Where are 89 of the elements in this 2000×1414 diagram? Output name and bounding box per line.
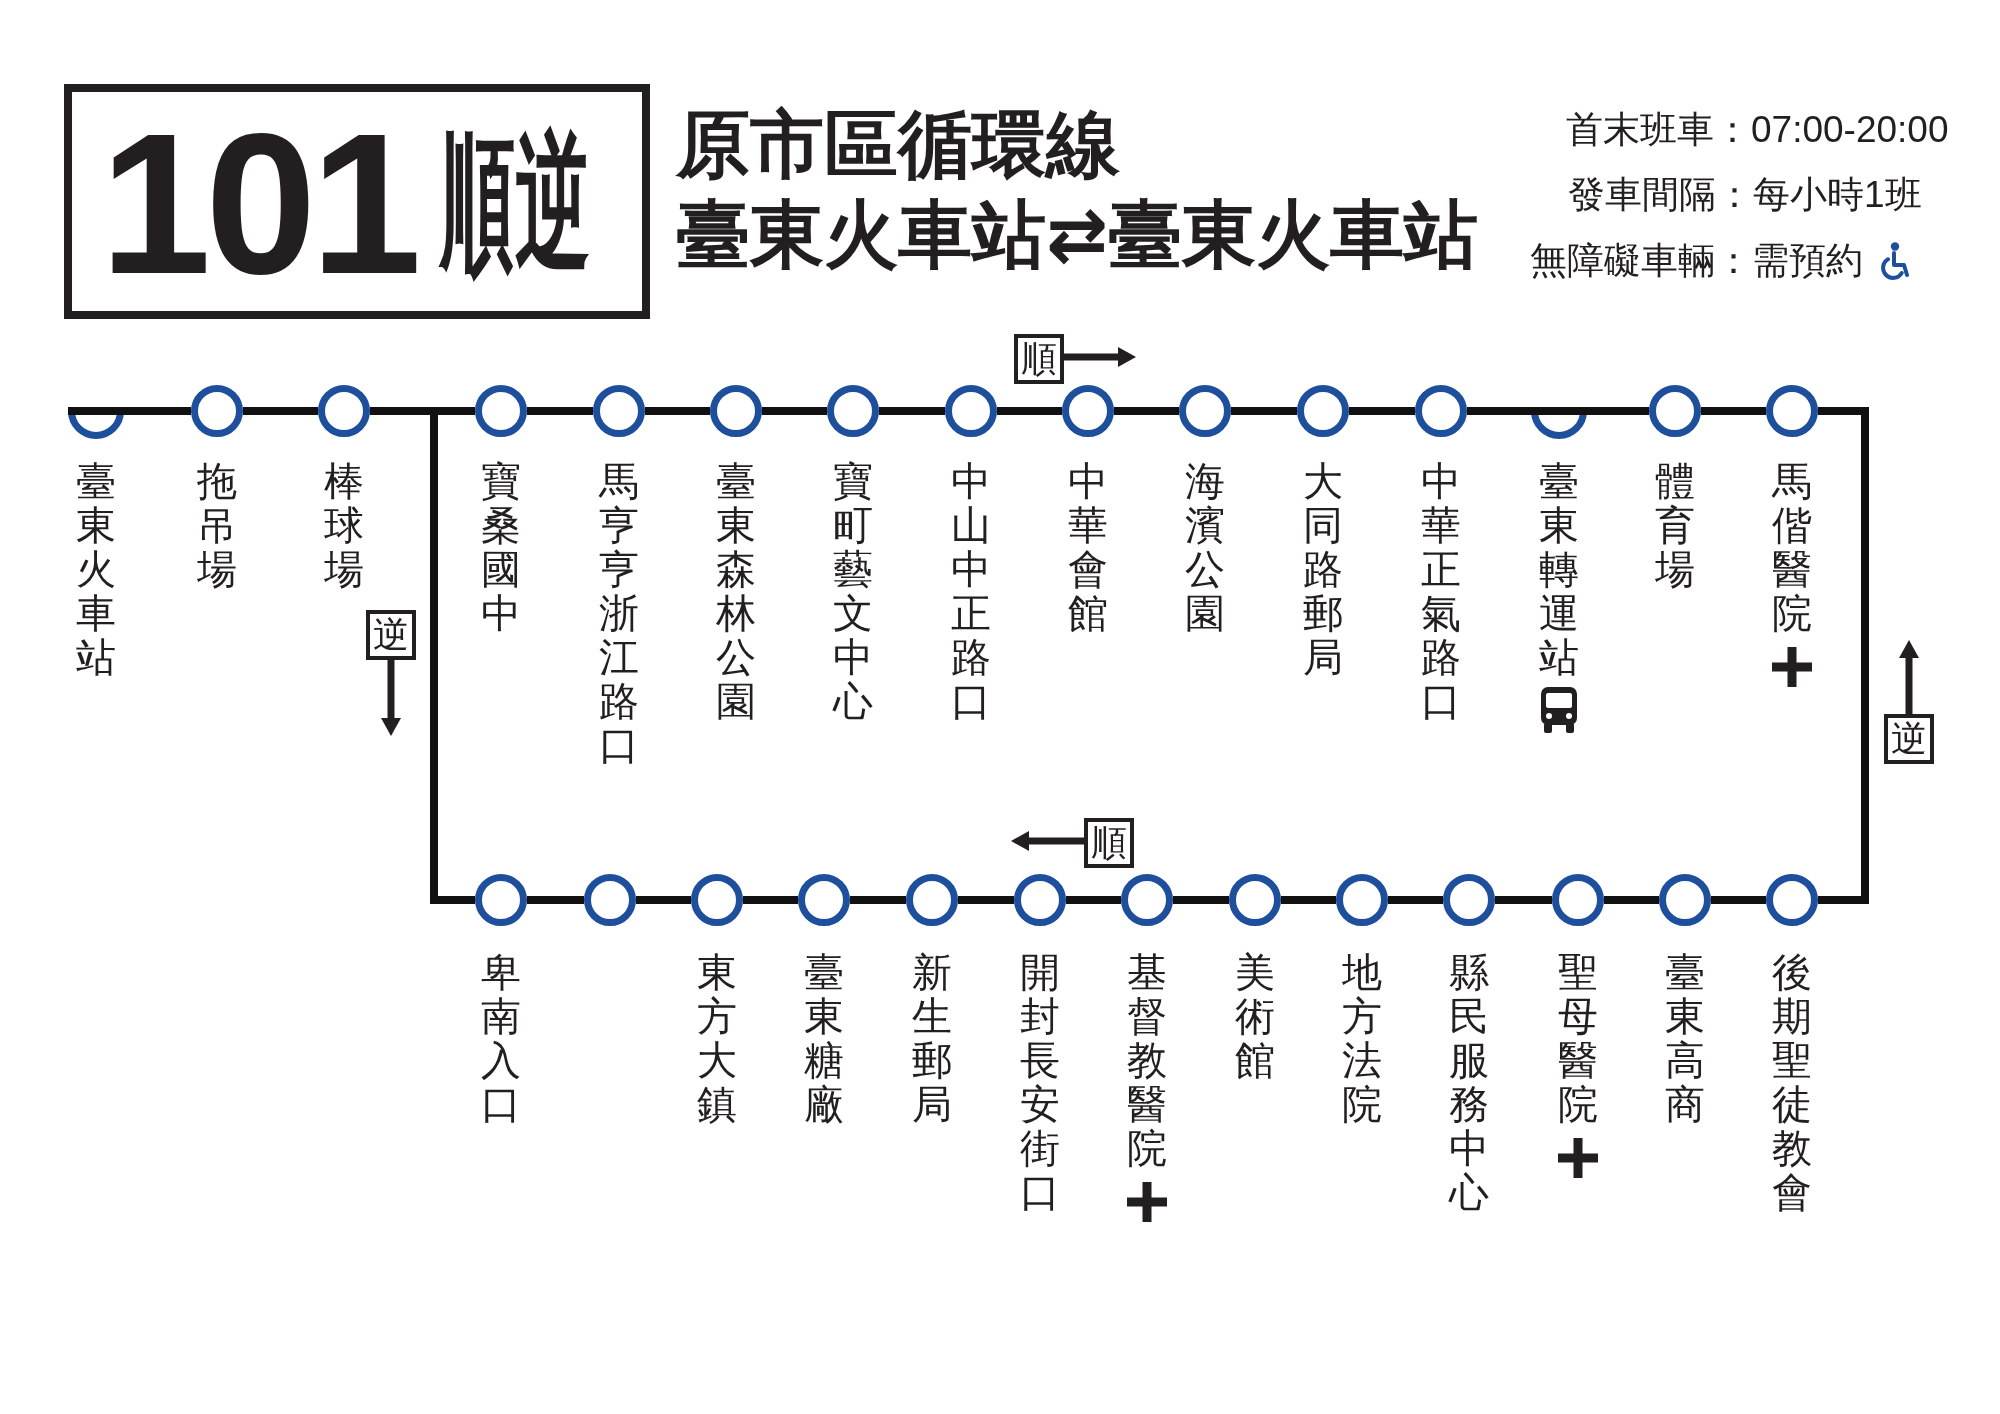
- stop-name: 臺東轉運站: [1538, 459, 1580, 679]
- stop-name: 海濱公園: [1184, 459, 1226, 635]
- stop-marker: [827, 385, 879, 437]
- stop-marker: [1179, 385, 1231, 437]
- stop-marker: [318, 385, 370, 437]
- stop-name: 後期聖徒教會: [1771, 950, 1813, 1214]
- stop-name: 大同路郵局: [1302, 459, 1344, 679]
- route-line: [527, 896, 584, 904]
- stop-name: 馬亨亨浙江路口: [598, 459, 640, 767]
- stop-marker: [1443, 874, 1495, 926]
- stop-marker: [593, 385, 645, 437]
- stop-name: 聖母醫院: [1557, 950, 1599, 1126]
- stop-name: 臺東糖廠: [803, 950, 845, 1126]
- stop-name: 臺東火車站: [75, 459, 117, 679]
- stop-name: 中山中正路口: [950, 459, 992, 723]
- route-line: [1495, 896, 1552, 904]
- stop-marker: [906, 874, 958, 926]
- stop-marker: [798, 874, 850, 926]
- route-title: 原市區循環線: [676, 100, 1120, 189]
- stop-name: 中華會館: [1067, 459, 1109, 635]
- stop-marker: [1415, 385, 1467, 437]
- route-terminals: 臺東火車站⇄臺東火車站: [676, 190, 1478, 279]
- route-line: [1701, 407, 1766, 415]
- stop-marker: [584, 874, 636, 926]
- stop-name: 寶桑國中: [480, 459, 522, 635]
- stop-name: 寶町藝文中心: [831, 459, 874, 723]
- terminal-stop-marker: [68, 407, 124, 439]
- route-line: [879, 407, 945, 415]
- route-number: 101: [100, 104, 416, 304]
- stop-marker: [1552, 874, 1604, 926]
- route-line: [527, 407, 593, 415]
- route-line: [1231, 407, 1297, 415]
- stop-marker: [475, 385, 527, 437]
- stop-marker: [691, 874, 743, 926]
- stop-marker: [1659, 874, 1711, 926]
- stop-name: 體育場: [1654, 459, 1696, 591]
- stop-name: 縣民服務中心: [1447, 950, 1490, 1214]
- route-line: [645, 407, 710, 415]
- stop-name: 開封長安街口: [1019, 950, 1061, 1214]
- stop-name: 拖吊場: [196, 459, 238, 591]
- route-line: [850, 896, 906, 904]
- stop-name: 臺東高商: [1664, 950, 1706, 1126]
- direction-sign: 順: [1014, 334, 1064, 384]
- stop-marker: [1297, 385, 1349, 437]
- stop-marker: [475, 874, 527, 926]
- route-line: [1388, 896, 1443, 904]
- stop-marker: [191, 385, 243, 437]
- stop-name: 新生郵局: [911, 950, 953, 1126]
- stop-name: 東方大鎮: [696, 950, 738, 1126]
- stop-marker: [1336, 874, 1388, 926]
- stop-name: 卑南入口: [480, 950, 522, 1126]
- terminal-stop-marker: [1531, 407, 1587, 439]
- stop-marker: [1121, 874, 1173, 926]
- route-line: [1818, 407, 1869, 904]
- stop-name: 棒球場: [323, 459, 365, 591]
- stop-name: 基督教醫院: [1126, 950, 1168, 1170]
- service-info: 首末班車：07:00-20:00: [1566, 108, 1949, 152]
- route-line: [997, 407, 1062, 415]
- stop-name: 美術館: [1234, 950, 1276, 1082]
- stop-marker: [710, 385, 762, 437]
- stop-marker: [1766, 385, 1818, 437]
- direction-sign: 逆: [366, 610, 416, 660]
- route-line: [1604, 896, 1659, 904]
- stop-name: 臺東森林公園: [715, 459, 757, 723]
- stop-marker: [1014, 874, 1066, 926]
- stop-marker: [945, 385, 997, 437]
- route-line: [243, 407, 318, 415]
- direction-sign: 逆: [1884, 714, 1934, 764]
- route-line: [1173, 896, 1229, 904]
- stop-name: 地方法院: [1341, 950, 1383, 1126]
- service-info: 發車間隔：每小時1班: [1568, 173, 1922, 217]
- route-line: [762, 407, 827, 415]
- route-line: [958, 896, 1014, 904]
- route-line: [1281, 896, 1336, 904]
- route-line: [1114, 407, 1179, 415]
- stop-name: 馬偕醫院: [1771, 459, 1813, 635]
- stop-marker: [1229, 874, 1281, 926]
- route-line: [636, 896, 691, 904]
- route-line: [1066, 896, 1121, 904]
- stop-marker: [1062, 385, 1114, 437]
- service-info: 無障礙車輛：需預約: [1530, 239, 1863, 283]
- route-line: [1349, 407, 1415, 415]
- direction-sign: 順: [1084, 818, 1134, 868]
- route-line: [1711, 896, 1766, 904]
- route-line: [743, 896, 798, 904]
- stop-marker: [1766, 874, 1818, 926]
- stop-marker: [1649, 385, 1701, 437]
- stop-name: 中華正氣路口: [1420, 459, 1462, 723]
- direction-text: 順逆: [440, 114, 590, 291]
